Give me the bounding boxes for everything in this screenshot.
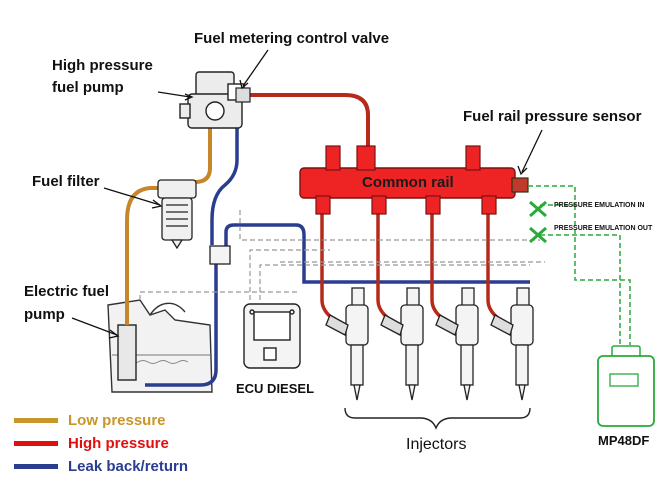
legend-label-high-pressure: High pressure — [68, 434, 169, 452]
fuel-metering-control-valve-label: Fuel metering control valve — [194, 30, 390, 47]
ecu-diesel-label: ECU DIESEL — [236, 381, 315, 396]
electric-fuel-pump — [117, 324, 137, 381]
legend-item-leak-back: Leak back/return — [14, 456, 188, 476]
ecu-wiring — [139, 210, 545, 300]
common-rail-label: Common rail — [362, 174, 454, 191]
pressure-emulation-in-marker — [529, 200, 547, 218]
legend-item-low-pressure: Low pressure — [14, 410, 166, 430]
high-pressure-fuel-pump — [179, 71, 245, 129]
high-pressure-fuel-pump-label-line2: fuel pump — [52, 79, 124, 96]
mp48df-emulator — [597, 345, 655, 427]
legend-swatch-high-pressure — [14, 440, 58, 446]
electric-fuel-pump-label-line1: Electric fuel — [24, 283, 110, 300]
return-connector — [209, 245, 231, 265]
pressure-emulation-out-label: PRESSURE EMULATION OUT — [554, 225, 653, 232]
injector — [325, 287, 369, 401]
legend-swatch-leak-back — [14, 463, 58, 469]
ecu-diesel-unit — [243, 303, 301, 369]
fuel-metering-control-valve — [235, 87, 251, 103]
pressure-emulation-out-marker — [529, 226, 547, 244]
fuel-rail-pressure-sensor-label: Fuel rail pressure sensor — [463, 108, 642, 125]
injectors-label: Injectors — [406, 436, 467, 453]
electric-fuel-pump-label-line2: pump — [24, 306, 65, 323]
high-pressure-fuel-pump-label-line1: High pressure — [52, 57, 153, 74]
fuel-filter-label: Fuel filter — [32, 173, 100, 190]
mp48df-label: MP48DF — [598, 433, 650, 448]
injector — [490, 287, 534, 401]
legend-label-leak-back: Leak back/return — [68, 457, 189, 475]
legend-label-low-pressure: Low pressure — [68, 411, 166, 429]
fuel-filter — [157, 179, 197, 250]
return-lines — [145, 125, 530, 387]
injector — [380, 287, 424, 401]
fuel-rail-pressure-sensor — [511, 177, 529, 193]
high-pressure-line — [245, 93, 370, 168]
pressure-emulation-in-label: PRESSURE EMULATION IN — [554, 202, 645, 209]
emulator-harness — [528, 185, 631, 345]
injector — [435, 287, 479, 401]
leader-arrows — [71, 49, 543, 339]
injectors-bracket — [344, 407, 531, 430]
legend-item-high-pressure: High pressure — [14, 433, 169, 453]
legend-swatch-low-pressure — [14, 417, 58, 423]
